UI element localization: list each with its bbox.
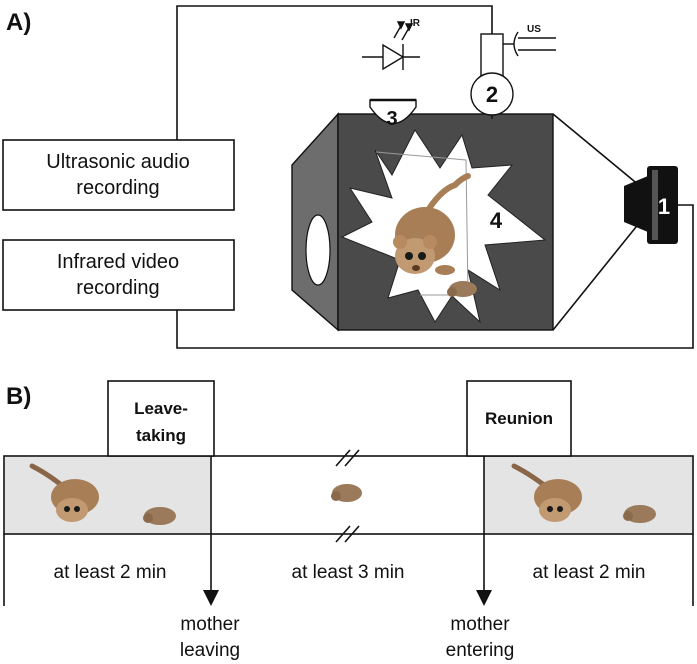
leave-taking-box: Leave- taking bbox=[107, 380, 215, 457]
mother-leaving-line1: mother bbox=[180, 614, 240, 635]
ultrasonic-audio-recording-box: Ultrasonic audio recording bbox=[2, 139, 235, 211]
lemur-mother-left-photo bbox=[29, 463, 99, 522]
microphone: 2 bbox=[470, 33, 514, 119]
lemur-mother-photo bbox=[393, 173, 471, 275]
chamber-number: 4 bbox=[490, 208, 503, 233]
mother-leaving-line2: leaving bbox=[180, 640, 240, 661]
ir-led-icon bbox=[362, 21, 420, 71]
leave-taking-line2: taking bbox=[136, 426, 186, 445]
duration-separation: at least 3 min bbox=[292, 562, 405, 583]
lemur-pup-photo bbox=[447, 281, 477, 297]
infrared-video-line2: recording bbox=[76, 277, 159, 299]
speaker: 1 bbox=[624, 166, 678, 244]
ultrasonic-audio-line2: recording bbox=[76, 177, 159, 199]
speaker-number: 1 bbox=[658, 194, 670, 219]
us-microphone-icon bbox=[503, 31, 556, 57]
lemur-mother-right-photo bbox=[511, 463, 582, 522]
ir-camera: 3 bbox=[369, 98, 417, 130]
infrared-video-recording-box: Infrared video recording bbox=[2, 239, 235, 311]
mother-entering-line1: mother bbox=[450, 614, 510, 635]
mother-entering-line2: entering bbox=[446, 640, 515, 661]
reunion-box: Reunion bbox=[466, 380, 572, 457]
lemur-pup-right-photo bbox=[623, 505, 656, 523]
us-label: US bbox=[527, 24, 541, 35]
infrared-video-line1: Infrared video bbox=[57, 251, 179, 273]
duration-leave-taking: at least 2 min bbox=[54, 562, 167, 583]
ultrasonic-audio-line1: Ultrasonic audio bbox=[46, 151, 189, 173]
camera-number: 3 bbox=[386, 108, 397, 130]
axis-break-bottom bbox=[335, 525, 360, 543]
leave-taking-line1: Leave- bbox=[134, 399, 188, 418]
duration-reunion: at least 2 min bbox=[533, 562, 646, 583]
lemur-pup-left-photo bbox=[143, 507, 176, 525]
panel-a-label: A) bbox=[6, 9, 31, 36]
reunion-label: Reunion bbox=[485, 409, 553, 428]
ir-label: IR bbox=[410, 18, 421, 29]
chamber-opening bbox=[305, 214, 331, 286]
panel-b-label: B) bbox=[6, 383, 31, 410]
wiring-lines bbox=[176, 5, 694, 349]
lemur-pup-center-photo bbox=[331, 484, 362, 502]
microphone-number: 2 bbox=[486, 82, 498, 107]
axis-break-top bbox=[335, 449, 360, 467]
